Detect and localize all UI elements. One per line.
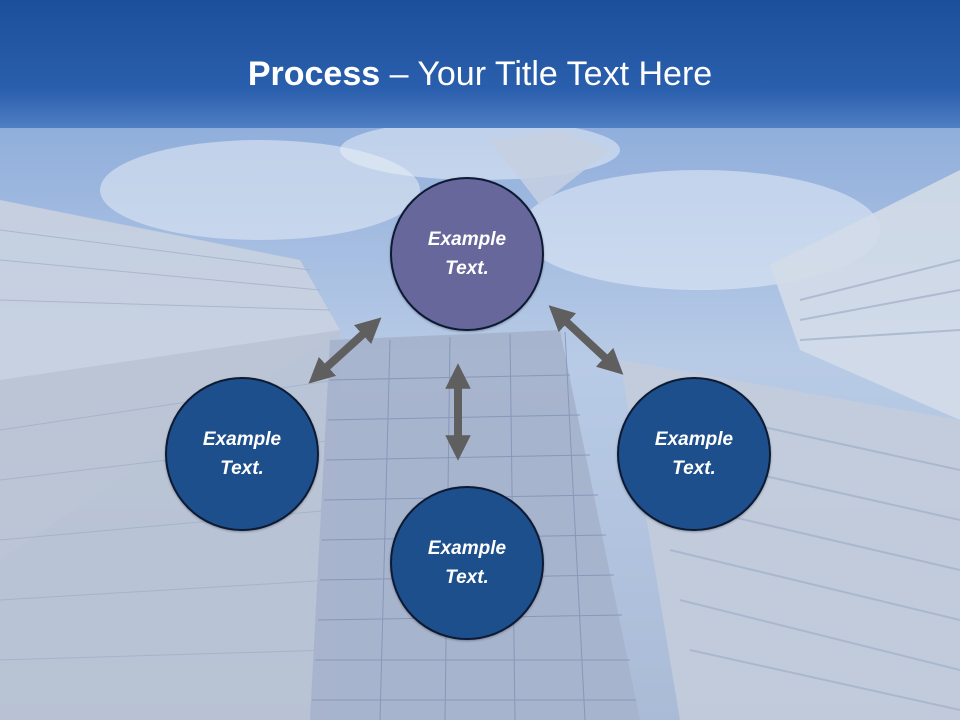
node-right-line2: Text. bbox=[672, 458, 716, 479]
node-bottom-line1: Example bbox=[427, 538, 507, 559]
node-left-line2: Text. bbox=[220, 458, 264, 479]
title-bar bbox=[0, 0, 960, 128]
title-rest-text: – Your Title Text Here bbox=[380, 55, 713, 93]
node-right: Example Text. bbox=[617, 377, 771, 531]
node-top: Example Text. bbox=[390, 177, 544, 331]
node-bottom: Example Text. bbox=[390, 486, 544, 640]
title-bold-text: Process bbox=[247, 55, 381, 93]
node-left: Example Text. bbox=[165, 377, 319, 531]
node-top-line1: Example bbox=[427, 229, 507, 250]
node-bottom-line2: Text. bbox=[445, 567, 489, 588]
node-left-line1: Example bbox=[202, 429, 282, 450]
node-right-line1: Example bbox=[654, 429, 734, 450]
slide-title: Process – Your Title Text Here bbox=[0, 52, 960, 96]
node-top-line2: Text. bbox=[445, 258, 489, 279]
